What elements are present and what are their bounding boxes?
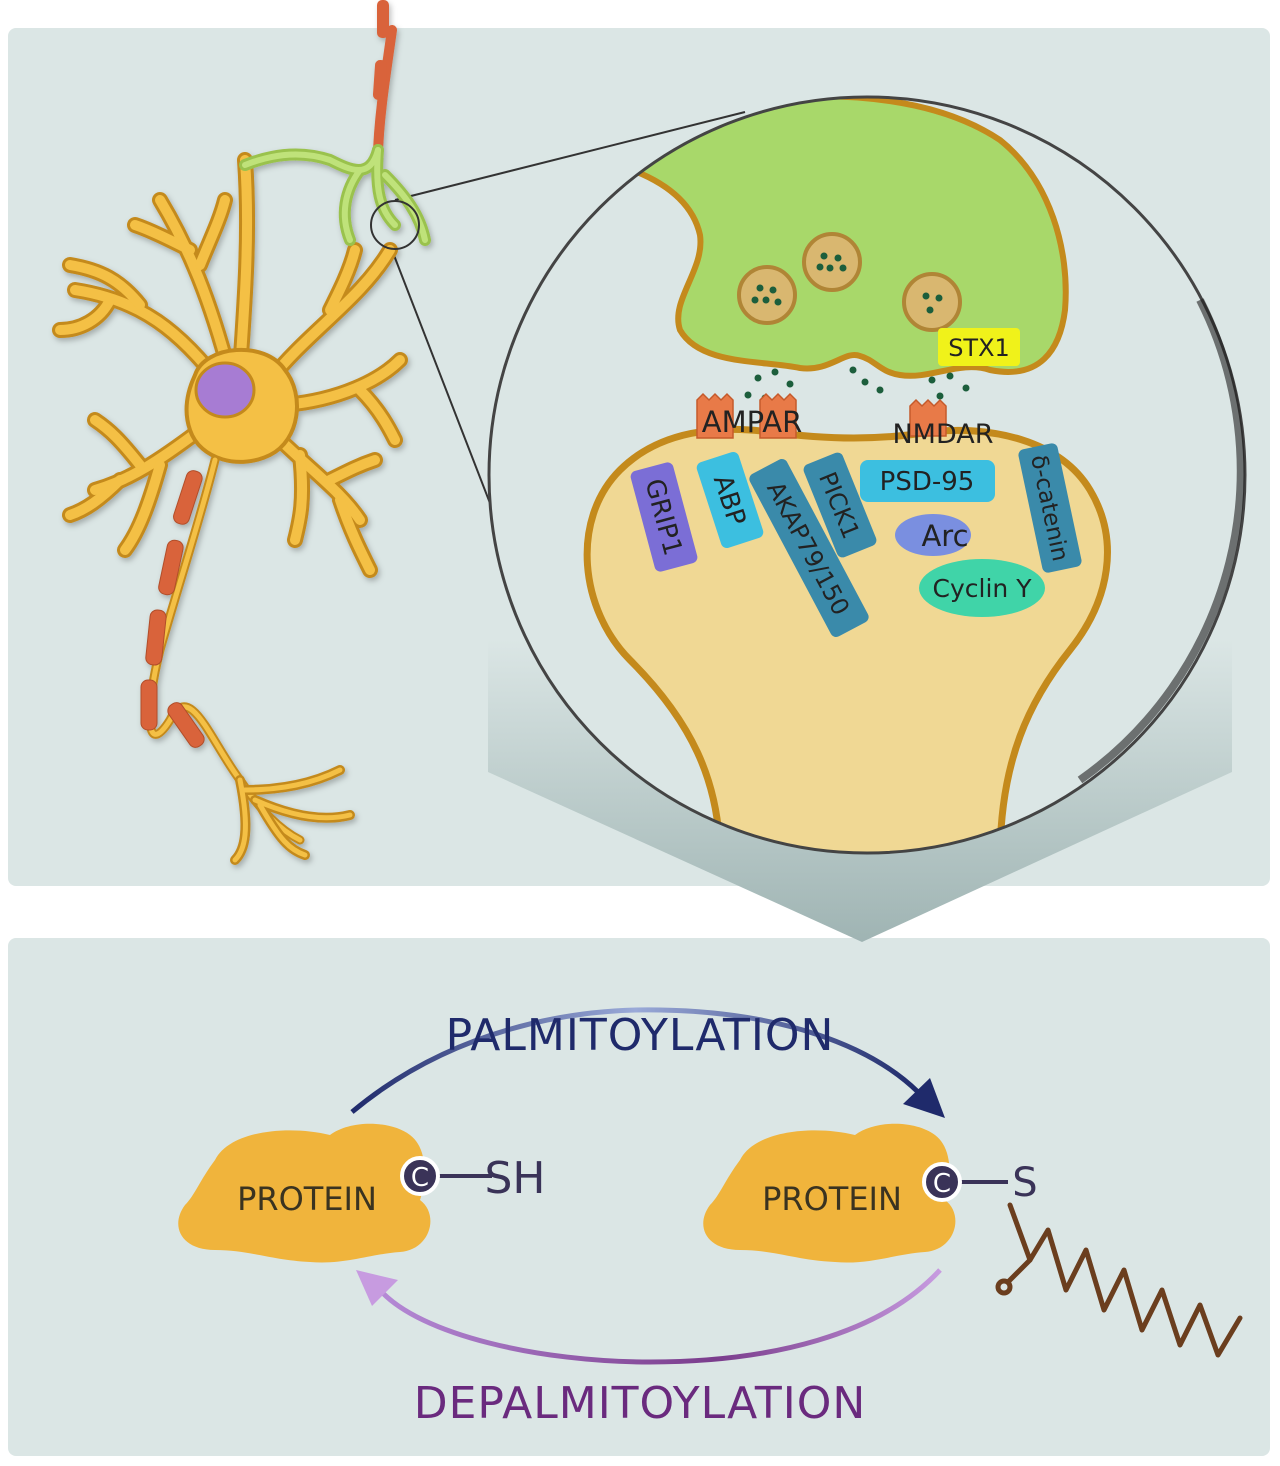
nucleus [194,361,256,419]
vesicle [802,232,862,292]
palmitoylation-arrowhead [903,1078,945,1118]
depalmitoylation-label: DEPALMITOYLATION [414,1378,867,1429]
synapse-circle-outline [487,95,1247,855]
stx1-label: STX1 [948,334,1010,362]
cysteine-right-label: C [933,1169,951,1199]
arc-label: Arc [921,519,968,553]
thioester-label: S [1012,1160,1037,1206]
nmdar-receptors [909,398,947,437]
stx1-protein: STX1 [938,328,1020,366]
postsynaptic-spine [583,425,1111,853]
bottom-panel [8,938,1270,1456]
depalmitoylation-arrow [378,1268,942,1365]
cysteine-left [400,1156,440,1196]
protein-blob-right [703,1123,956,1263]
nmdar-label: NMDAR [892,419,993,450]
vesicle [902,272,962,332]
arc-protein: Arc [895,514,971,556]
ampar-label: AMPAR [702,405,802,439]
depalmitoylation-arrowhead [356,1270,398,1306]
protein-right-label: PROTEIN [762,1180,902,1218]
cysteine-left-label: C [411,1163,429,1193]
synaptic-vesicles [737,232,962,332]
psd95-protein: PSD-95 [860,460,995,502]
palmitoylation-arrow [350,1007,920,1114]
protein-blob-left [178,1123,431,1263]
neuron [52,0,431,865]
protein-left-label: PROTEIN [237,1180,377,1218]
palmitate-chain [995,1202,1243,1358]
ampar-receptors [696,392,797,439]
psd95-label: PSD-95 [880,467,975,497]
cyclin-y-protein: Cyclin Y [919,559,1045,617]
vesicle [737,265,797,325]
cyclin-y-label: Cyclin Y [933,574,1033,603]
zoom-marker [370,200,420,250]
thiol-label: SH [484,1153,545,1204]
zoom-line-top [394,111,746,201]
palmitoylation-label: PALMITOYLATION [446,1010,835,1061]
abp-protein: ABP [696,451,764,549]
cysteine-right [922,1162,962,1202]
